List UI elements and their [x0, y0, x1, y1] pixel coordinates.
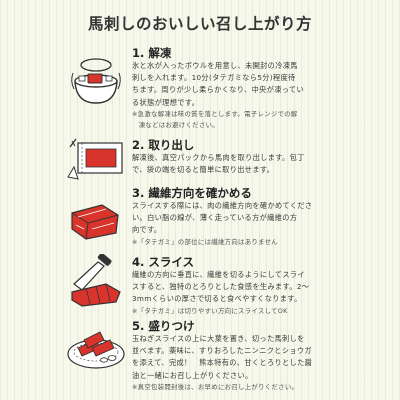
step-text-line: を添えて、完成！ 熊本特有の、甘くとろりとした醤: [132, 358, 313, 368]
open-package-icon: [67, 138, 123, 180]
step-text-line: 氷と水が入ったボウルを用意し、未開封の冷凍馬: [132, 61, 298, 70]
step-text-line: スライスする際には、肉の繊維方向を確かめてくださ: [132, 201, 313, 210]
step-2-body: 解凍後、真空パックから馬肉を取り出します。包丁 で、袋の端を切ると簡単に取り出せ…: [132, 152, 390, 176]
step-text-line: い。白い脂の線が、薄く走っている方が繊維の方: [132, 213, 298, 223]
step-text-line: 並べます。薬味に、すりおろしたニンニクとショウガ: [132, 346, 312, 356]
step-4-title: 4. スライス: [132, 255, 195, 269]
step-text-line: スすると、独特のとろりとした食感を生みます。2～: [132, 282, 310, 292]
plated-sashimi-icon: [67, 331, 125, 369]
step-text-line: 解凍後、真空パックから馬肉を取り出します。包丁: [132, 153, 305, 162]
page-title: 馬刺しのおいしい召し上がり方: [87, 15, 312, 33]
step-text-line: 3mmくらいの厚さで切ると食べやすくなります。: [132, 294, 302, 304]
step-text-line: 向です。: [132, 225, 162, 235]
bowl-thaw-icon: [71, 58, 121, 104]
step-text-line: 刺しを入れます。10分(タテガミなら5分)程度待: [132, 73, 296, 83]
step-5-body: 玉ねぎスライスの上に大葉を置き、切った馬刺しを 並べます。薬味に、すりおろしたニ…: [132, 333, 390, 393]
step-note-line: ※「タテガミ」は切りやすい方向にスライスしてOK: [132, 306, 288, 315]
step-text-line: ちます。周りが少し柔らかくなり、中央が凍ってい: [132, 85, 304, 95]
step-1-title: 1. 解凍: [132, 46, 172, 60]
step-text-line: 繊維の方向に垂直に、繊維を切るようにしてスライ: [132, 270, 305, 279]
step-4-body: 繊維の方向に垂直に、繊維を切るようにしてスライ スすると、独特のとろりとした食感…: [132, 269, 390, 317]
step-3-title: 3. 繊維方向を確かめる: [132, 186, 252, 200]
step-text-line: 油と一緒にお召し上がりください。: [132, 370, 253, 380]
step-text-line: 玉ねぎスライスの上に大葉を置き、切った馬刺しを: [132, 334, 305, 343]
step-note-line: ※「タテガミ」の部位には繊維方向はありません: [132, 237, 278, 246]
step-text-line: で、袋の端を切ると簡単に取り出せます。: [132, 165, 275, 175]
step-text-line: る状態が理想です。: [132, 97, 200, 107]
step-2-title: 2. 取り出し: [132, 138, 195, 152]
step-note-line: ※急激な解凍は味の質を落とします。電子レンジでの解: [132, 109, 298, 118]
step-1-body: 氷と水が入ったボウルを用意し、未開封の冷凍馬 刺しを入れます。10分(タテガミな…: [132, 60, 390, 131]
meat-block-icon: [71, 204, 119, 240]
step-3-body: スライスする際には、肉の繊維方向を確かめてくださ い。白い脂の線が、薄く走ってい…: [132, 200, 390, 248]
knife-slice-icon: [71, 254, 121, 307]
step-note-line: ※真空包装開封後は、お早めにお召し上がりください。: [132, 382, 299, 391]
step-note-line: 凍などはお避けください。: [132, 120, 219, 129]
step-5-title: 5. 盛りつけ: [132, 319, 195, 333]
